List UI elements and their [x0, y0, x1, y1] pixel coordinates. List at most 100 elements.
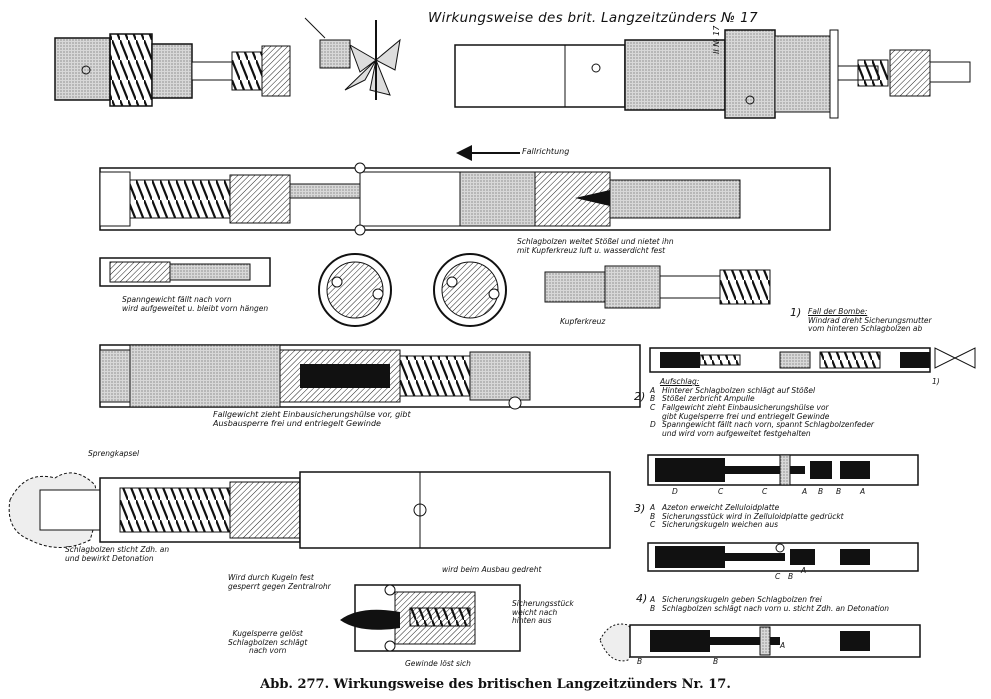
label-line: und bewirkt Detonation	[65, 553, 154, 563]
label-line: wird aufgeweitet u. bleibt vorn hängen	[122, 303, 269, 313]
step-key: A	[650, 503, 656, 512]
label-line: Spanngewicht fällt nach vorn	[122, 295, 232, 304]
step-text: Fall der Bombe: Windrad dreht Sicherungs…	[808, 307, 932, 334]
label-line: hinten aus	[512, 616, 552, 626]
label-kupferkreuz: Kupferkreuz	[560, 317, 606, 326]
label-fallrichtung: Fallrichtung	[522, 147, 570, 156]
step-line-text: Stößel zerbricht Ampulle	[662, 394, 755, 404]
step-line: D Spanngewicht fällt nach vorn, spannt Sc…	[650, 420, 875, 430]
label-line: Wird durch Kugeln fest	[228, 573, 314, 582]
step-line: vom hinteren Schlagbolzen ab	[808, 324, 923, 334]
label-gewinde: Gewinde löst sich	[405, 659, 471, 668]
label-schlagbolzen-weitet: Schlagbolzen weitet Stößel und nietet ih…	[517, 237, 674, 255]
figure-caption: Abb. 277. Wirkungsweise des britischen L…	[260, 677, 731, 692]
step-line: B Schlagbolzen schlägt nach vorn u. stich…	[650, 603, 890, 614]
step-line-text: gibt Kugelsperre frei und entriegelt Gew…	[662, 411, 830, 421]
step-line-text: Sicherungskugeln weichen aus	[662, 520, 779, 530]
step-number: 1)	[790, 306, 802, 319]
step-line: gibt Kugelsperre frei und entriegelt Gew…	[650, 411, 874, 422]
step-marker: A	[860, 487, 866, 496]
step-key: B	[650, 394, 656, 404]
step-line: C Sicherungskugeln weichen aus	[650, 520, 844, 530]
label-line: mit Kupferkreuz luft u. wasserdicht fest	[517, 245, 666, 255]
step-line-text: Sicherungskugeln geben Schlagbolzen frei	[662, 595, 822, 604]
step-line: B Stößel zerbricht Ampulle	[650, 394, 874, 404]
label-line: Sicherungsstück	[512, 599, 574, 608]
spanngewicht-detail	[99, 257, 271, 287]
label-line: nach vorn	[248, 646, 287, 656]
step-key: D	[650, 420, 656, 430]
step-line: und wird vorn aufgeweitet festgehalten	[650, 428, 874, 439]
label-wird-beim-ausbau: wird beim Ausbau gedreht	[442, 565, 542, 574]
step-marker: A	[780, 641, 786, 650]
label-line: Ausbausperre frei und entriegelt Gewinde	[213, 419, 381, 429]
step-key: A	[650, 595, 656, 604]
step-marker: 1)	[932, 377, 940, 386]
label-sicherungsstueck: Sicherungsstück weicht nach hinten aus	[512, 599, 574, 626]
step-line: A Azeton erweicht Zelluloidplatte	[650, 503, 844, 513]
step-marker: B	[818, 487, 824, 496]
label-schlagbolzen-sticht: Schlagbolzen sticht Zdh. an und bewirkt …	[65, 545, 170, 563]
step-line-text: Spanngewicht fällt nach vorn, spannt Sch…	[662, 420, 875, 430]
step-heading: Fall der Bombe:	[808, 307, 868, 316]
fuse-body-top-right	[454, 29, 971, 119]
step4-diagram	[599, 623, 921, 662]
step-key: A	[650, 385, 656, 395]
step-number: 3)	[634, 502, 646, 515]
detail-assembly	[340, 584, 521, 652]
step-marker: C	[762, 487, 768, 496]
step-key: B	[650, 511, 656, 521]
step3-diagram	[647, 542, 919, 572]
windmill-vane	[304, 17, 401, 100]
exploded-fuse-left	[54, 33, 291, 107]
step-key: C	[650, 520, 656, 530]
step-marker: C	[775, 572, 781, 581]
step-key: B	[650, 603, 656, 613]
label-line: Schlagbolzen sticht Zdh. an	[65, 545, 170, 554]
sectional-view-1	[99, 162, 831, 236]
fuse-marking: II № 17	[712, 25, 721, 54]
step-marker: B	[637, 657, 643, 666]
step-marker: A	[802, 487, 808, 496]
step-line-text: Azeton erweicht Zelluloidplatte	[662, 503, 780, 512]
step-line-text: Schlagbolzen schlägt nach vorn u. sticht…	[662, 603, 890, 613]
step-line-text: und wird vorn aufgeweitet festgehalten	[662, 428, 811, 438]
diagram-title: Wirkungsweise des brit. Langzeitzünders …	[428, 10, 758, 26]
step2-diagram	[647, 454, 919, 486]
step-marker: B	[713, 657, 719, 666]
step-line: C Fallgewicht zieht Einbausicherungshülse…	[650, 402, 874, 413]
label-line: Schlagbolzen weitet Stößel und nietet ih…	[517, 237, 674, 246]
step-marker: C	[718, 487, 724, 496]
step-key: C	[650, 402, 656, 412]
label-kugelsperre: Kugelsperre gelöst Schlagbolzen schlägt …	[228, 629, 308, 656]
step-marker: B	[788, 572, 794, 581]
label-line: Fallgewicht zieht Einbausicherungshülse …	[213, 410, 411, 419]
label-line: gesperrt gegen Zentralrohr	[228, 581, 331, 591]
step-line: A Sicherungskugeln geben Schlagbolzen fre…	[650, 595, 889, 605]
label-line: Schlagbolzen schlägt	[228, 637, 308, 647]
kupferkreuz-detail	[544, 265, 771, 309]
step-number: 4)	[636, 592, 648, 605]
label-fallgewicht: Fallgewicht zieht Einbausicherungshülse …	[213, 410, 411, 428]
step-number: 2)	[634, 390, 646, 403]
label-line: weicht nach	[512, 607, 558, 617]
label-sprengkapsel: Sprengkapsel	[88, 449, 140, 458]
sectional-view-detonation	[8, 471, 611, 549]
step-text: A Sicherungskugeln geben Schlagbolzen fre…	[650, 595, 890, 614]
step1-diagram	[649, 347, 976, 373]
step-marker: B	[836, 487, 842, 496]
step-line-text: Fallgewicht zieht Einbausicherungshülse …	[662, 402, 829, 412]
step-marker: A	[801, 566, 807, 575]
step-marker: D	[672, 487, 678, 496]
cross-sections	[318, 253, 507, 327]
sectional-view-2	[99, 344, 641, 410]
step-line: Windrad dreht Sicherungsmutter	[808, 315, 932, 325]
label-spanngewicht: Spanngewicht fällt nach vorn wird aufgew…	[122, 295, 269, 313]
label-line: Kugelsperre gelöst	[232, 629, 303, 638]
label-wird-durch-kugeln: Wird durch Kugeln fest gesperrt gegen Ze…	[228, 573, 331, 591]
